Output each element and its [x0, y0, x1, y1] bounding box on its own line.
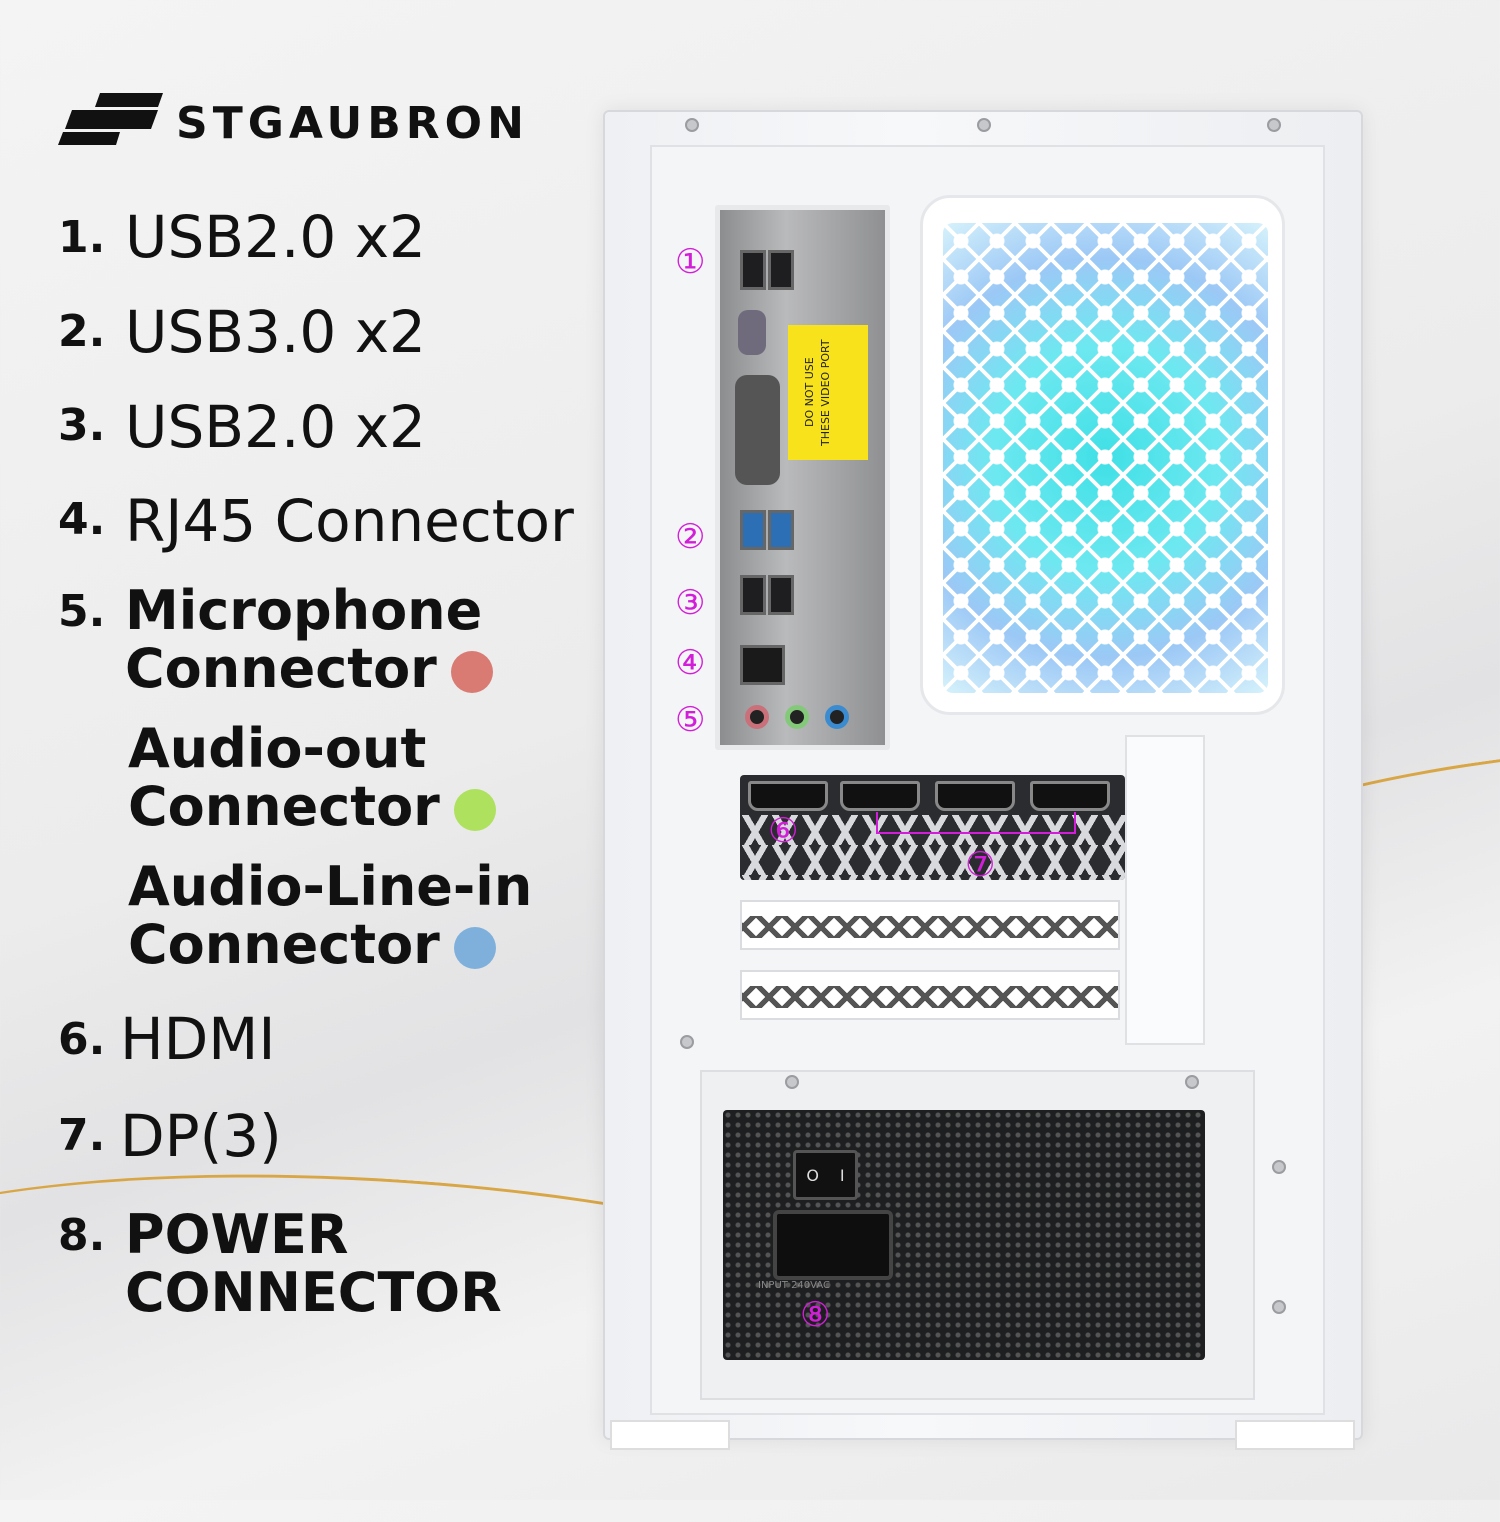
slot-retention-bracket — [1125, 735, 1205, 1045]
expansion-slot-cover — [740, 900, 1120, 950]
feature-number: 2. — [58, 306, 106, 357]
feature-number: 1. — [58, 212, 106, 263]
switch-on-label: I — [839, 1165, 845, 1185]
feature-label: POWER — [125, 1203, 349, 1266]
feature-number: 5. — [58, 586, 106, 637]
callout-2: ② — [675, 517, 706, 557]
screw — [1267, 118, 1281, 132]
feature-number: 6. — [58, 1014, 106, 1065]
audio-out-color-dot — [453, 789, 496, 832]
microphone-jack — [745, 705, 769, 729]
screw — [785, 1075, 799, 1089]
feature-label: DP(3) — [120, 1102, 282, 1170]
gpu-vent — [740, 815, 1125, 880]
feature-label: HDMI — [120, 1005, 276, 1073]
screw — [1272, 1300, 1286, 1314]
feature-label: RJ45 Connector — [125, 487, 574, 555]
screw — [685, 118, 699, 132]
video-port-cover — [735, 375, 780, 485]
screw — [1185, 1075, 1199, 1089]
callout-1: ① — [675, 242, 706, 282]
usb3-port — [768, 510, 794, 550]
fan-mesh — [943, 223, 1268, 693]
usb2-port — [740, 250, 766, 290]
rj45-port — [740, 645, 785, 685]
screw — [977, 118, 991, 132]
feature-number: 3. — [58, 400, 106, 451]
callout-6: ⑥ — [768, 811, 799, 851]
screw — [680, 1035, 694, 1049]
expansion-slot-cover — [740, 970, 1120, 1020]
warning-sticker: DO NOT USE THESE VIDEO PORT — [788, 325, 868, 460]
ps2-port — [738, 310, 766, 355]
case-foot — [1235, 1420, 1355, 1450]
feature-label: Connector — [128, 775, 440, 838]
feature-label: Audio-out — [128, 717, 427, 780]
sticker-text: DO NOT USE — [803, 357, 816, 428]
displayport — [840, 781, 920, 811]
brand-logo-icon — [58, 93, 163, 145]
hdmi-port — [748, 781, 828, 811]
microphone-color-dot — [450, 651, 493, 694]
psu-rating: INPUT 240VAC — [758, 1280, 831, 1291]
feature-label: Connector — [128, 913, 440, 976]
displayport — [1030, 781, 1110, 811]
displayport — [935, 781, 1015, 811]
feature-label-line2: Connector — [125, 640, 493, 698]
usb2-port — [768, 250, 794, 290]
usb2-port — [768, 575, 794, 615]
feature-label-line2: Connector — [128, 916, 496, 974]
callout-3: ③ — [675, 583, 706, 623]
callout-8: ⑧ — [800, 1295, 831, 1335]
dp-callout-bracket — [876, 812, 1076, 834]
case-foot — [610, 1420, 730, 1450]
rear-fan-grille — [920, 195, 1285, 715]
feature-label: USB3.0 x2 — [125, 298, 426, 366]
feature-label: USB2.0 x2 — [125, 393, 426, 461]
feature-label: Connector — [125, 637, 437, 700]
feature-number: 7. — [58, 1110, 106, 1161]
usb3-port — [740, 510, 766, 550]
feature-label: Microphone — [125, 579, 483, 642]
switch-off-label: O — [806, 1165, 820, 1185]
feature-label: USB2.0 x2 — [125, 203, 426, 271]
screw — [1272, 1160, 1286, 1174]
line-in-jack — [825, 705, 849, 729]
callout-7: ⑦ — [965, 845, 996, 885]
brand-name: STGAUBRON — [176, 98, 529, 149]
power-connector — [773, 1210, 893, 1280]
feature-label-line2: Connector — [128, 778, 496, 836]
io-shield: DO NOT USE THESE VIDEO PORT — [715, 205, 890, 750]
line-in-color-dot — [453, 927, 496, 970]
gpu-bracket — [740, 775, 1125, 880]
callout-4: ④ — [675, 643, 706, 683]
sticker-text: THESE VIDEO PORT — [819, 339, 832, 446]
feature-label: Audio-Line-in — [128, 855, 533, 918]
feature-number: 4. — [58, 494, 106, 545]
usb2-port — [740, 575, 766, 615]
audio-out-jack — [785, 705, 809, 729]
callout-5: ⑤ — [675, 700, 706, 740]
feature-number: 8. — [58, 1210, 106, 1261]
feature-label: CONNECTOR — [125, 1261, 502, 1324]
